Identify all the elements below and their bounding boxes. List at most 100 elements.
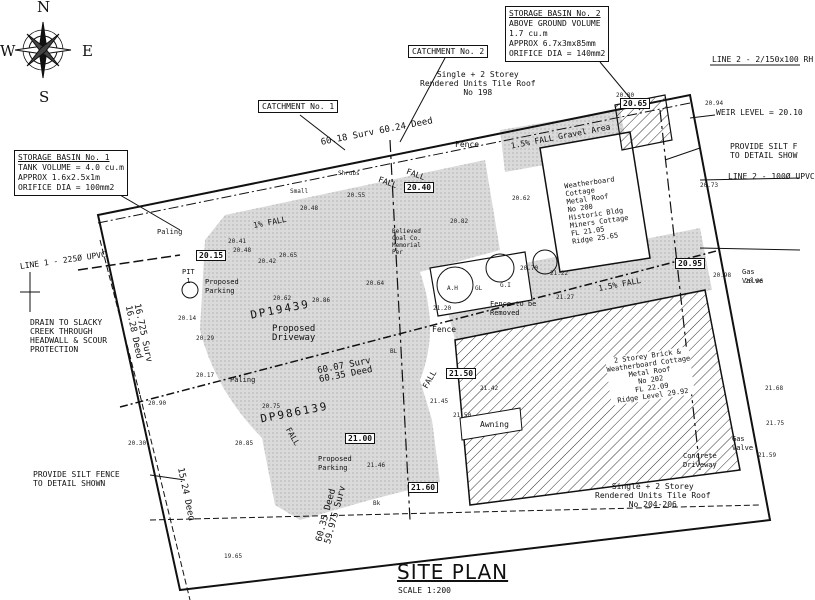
spot-level: 20.29 bbox=[196, 335, 215, 342]
proposed-driveway-line: Proposed bbox=[272, 324, 316, 334]
buildings bbox=[429, 94, 741, 506]
spot-level: 21.75 bbox=[766, 420, 785, 427]
believed-coal-line: Memorial bbox=[392, 242, 421, 249]
site-boundary bbox=[96, 93, 772, 600]
spot-level: 21.22 bbox=[550, 270, 569, 277]
spot-level: 20.41 bbox=[228, 238, 247, 245]
concrete-driveway-line: Driveway bbox=[683, 461, 717, 469]
silt-fence-left-line: PROVIDE SILT FENCE bbox=[33, 470, 120, 479]
spot-level: 21.46 bbox=[367, 462, 386, 469]
neighbour-bottom-line: No 204-206 bbox=[628, 500, 677, 509]
gas-valve-label: Gas Valve bbox=[742, 268, 763, 286]
silt-fence-right-line: TO DETAIL SHOW bbox=[730, 151, 798, 160]
ah-label: A.H bbox=[447, 285, 458, 292]
level-box: 20.95 bbox=[675, 258, 706, 269]
drain-note-line: PROTECTION bbox=[30, 345, 79, 354]
spot-level: 20.96 bbox=[745, 278, 764, 285]
storage-basin-1-note: STORAGE BASIN No. 1 TANK VOLUME = 4.0 cu… bbox=[14, 150, 128, 196]
small-label: Small bbox=[290, 188, 309, 195]
spot-level: 20.64 bbox=[366, 280, 385, 287]
spot-level: 21.42 bbox=[480, 385, 499, 392]
shrubs-label: Shrubs bbox=[338, 170, 360, 177]
spot-level: 21.50 bbox=[453, 412, 472, 419]
storage-basin-1-heading: STORAGE BASIN No. 1 bbox=[18, 153, 110, 162]
fence-removed-line: Fence to be bbox=[490, 300, 537, 308]
storage-basin-2-line: ABOVE GROUND VOLUME bbox=[509, 19, 601, 28]
storage-basin-2-note: STORAGE BASIN No. 2 ABOVE GROUND VOLUME … bbox=[505, 6, 610, 62]
paling-label-top: Paling bbox=[157, 228, 183, 236]
spot-level: 20.62 bbox=[512, 195, 531, 202]
spot-level: 20.62 bbox=[273, 295, 292, 302]
compass-south: S bbox=[39, 88, 50, 106]
proposed-parking-line: Parking bbox=[205, 287, 235, 295]
spot-level: 20.82 bbox=[450, 218, 469, 225]
spot-level: 21.68 bbox=[765, 385, 784, 392]
believed-coal-line: Coal Co. bbox=[392, 235, 421, 242]
spot-level: 21.20 bbox=[433, 305, 452, 312]
catchment-2-label: CATCHMENT No. 2 bbox=[408, 45, 489, 58]
proposed-driveway-label: Proposed Driveway bbox=[272, 325, 315, 343]
proposed-parking-line: Proposed bbox=[318, 455, 352, 463]
trees bbox=[181, 249, 558, 304]
gas-valve-line: Valve bbox=[732, 444, 754, 452]
silt-fence-right-note: PROVIDE SILT F TO DETAIL SHOW bbox=[730, 142, 797, 160]
storage-basin-1-line: ORIFICE DIA = 100mm2 bbox=[18, 183, 115, 192]
drain-note-line: HEADWALL & SCOUR bbox=[30, 336, 108, 345]
silt-fence-left-note: PROVIDE SILT FENCE TO DETAIL SHOWN bbox=[33, 470, 120, 488]
scale-label: SCALE 1:200 bbox=[398, 586, 451, 595]
neighbour-top-line: Single + 2 Storey bbox=[436, 70, 519, 79]
spot-level: 20.80 bbox=[616, 92, 635, 99]
line-2-top-label: LINE 2 - 2/150x100 RH bbox=[712, 55, 814, 64]
spot-level: 20.75 bbox=[262, 403, 281, 410]
pit-label-line: PIT bbox=[182, 268, 195, 276]
gas-valve-line: Gas bbox=[742, 268, 755, 276]
storage-basin-2-heading: STORAGE BASIN No. 2 bbox=[509, 9, 601, 18]
proposed-parking-2-label: Proposed Parking bbox=[318, 455, 352, 473]
compass-rose bbox=[14, 21, 72, 79]
drainage-lines bbox=[20, 64, 801, 521]
spot-level: 20.48 bbox=[233, 247, 252, 254]
weatherboard-cottage-label: Weatherboard Cottage Metal Roof No 200 H… bbox=[564, 174, 631, 245]
silt-fence-right-line: PROVIDE SILT F bbox=[730, 142, 798, 151]
drain-note: DRAIN TO SLACKY CREEK THROUGH HEADWALL &… bbox=[30, 318, 107, 354]
awning-label: Awning bbox=[480, 420, 509, 429]
spot-level: 19.65 bbox=[224, 553, 243, 560]
spot-level: 20.30 bbox=[128, 440, 147, 447]
spot-level: 20.14 bbox=[178, 315, 197, 322]
spot-level: 20.55 bbox=[347, 192, 366, 199]
spot-level: 21.59 bbox=[758, 452, 777, 459]
line-2-mid-label: LINE 2 - 100Ø UPVC bbox=[728, 172, 815, 181]
spot-level: 20.85 bbox=[235, 440, 254, 447]
bl-label: BL bbox=[390, 348, 398, 355]
storage-basin-2-line: 1.7 cu.m bbox=[509, 29, 548, 38]
spot-level: 20.65 bbox=[279, 252, 298, 259]
spot-level: 20.73 bbox=[700, 182, 719, 189]
level-box: 20.40 bbox=[404, 182, 435, 193]
pit-label: PIT 1 bbox=[182, 268, 195, 286]
paling-label: Paling bbox=[230, 376, 256, 384]
fence-removed-line: Removed bbox=[490, 309, 520, 317]
silt-fence-left-line: TO DETAIL SHOWN bbox=[33, 479, 106, 488]
site-plan-title: SITE PLAN bbox=[397, 560, 509, 584]
spot-level: 21.27 bbox=[556, 294, 575, 301]
neighbour-top-note: Single + 2 Storey Rendered Units Tile Ro… bbox=[420, 70, 536, 97]
fence-to-be-removed-label: Fence to be Removed bbox=[490, 300, 536, 318]
level-box: 20.15 bbox=[196, 250, 227, 261]
gi-label: G.I bbox=[500, 282, 511, 289]
level-box: 21.60 bbox=[408, 482, 439, 493]
compass-north: N bbox=[37, 0, 51, 16]
neighbour-bottom-line: Rendered Units Tile Roof bbox=[595, 491, 711, 500]
neighbour-top-line: No 198 bbox=[463, 88, 493, 97]
spot-level: 20.86 bbox=[312, 297, 331, 304]
concrete-driveway-label: Concrete Driveway bbox=[683, 452, 717, 470]
storage-basin-2-line: ORIFICE DIA = 140mm2 bbox=[509, 49, 606, 58]
spot-level: 20.17 bbox=[196, 372, 215, 379]
believed-coal-line: Per bbox=[392, 249, 403, 256]
fence-label: Fence bbox=[455, 140, 480, 149]
gl-label: GL bbox=[475, 285, 483, 292]
concrete-driveway-line: Concrete bbox=[683, 452, 717, 460]
gas-valve-line: Valve bbox=[742, 277, 764, 285]
spot-level: 20.70 bbox=[520, 265, 539, 272]
spot-level: 21.45 bbox=[430, 398, 449, 405]
